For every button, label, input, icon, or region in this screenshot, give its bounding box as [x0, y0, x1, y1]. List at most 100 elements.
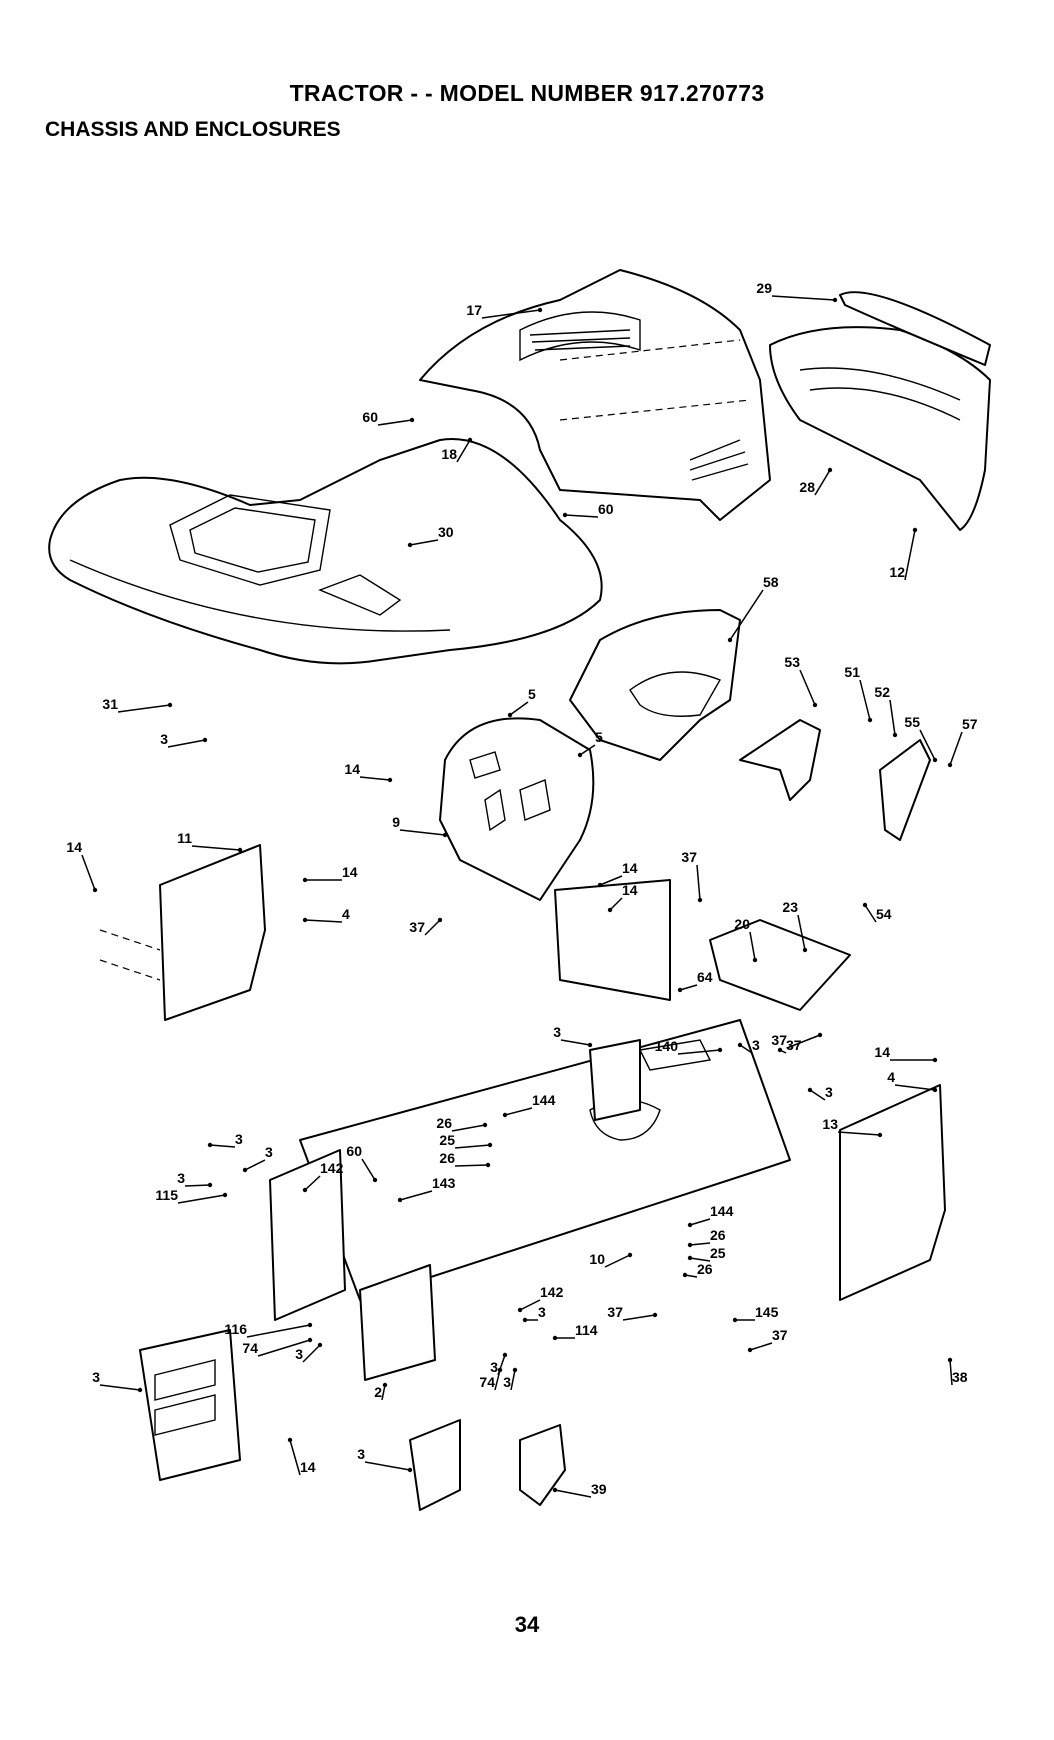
callout-point	[553, 1336, 557, 1340]
callout-point	[563, 513, 567, 517]
callout-point	[678, 988, 682, 992]
callout-point	[688, 1223, 692, 1227]
callout-point	[243, 1168, 247, 1172]
callout-point	[408, 543, 412, 547]
part-callout-144: 144	[532, 1092, 556, 1108]
part-callout-26: 26	[436, 1115, 452, 1131]
part-callout-60: 60	[598, 501, 614, 517]
callout-point	[753, 958, 757, 962]
callout-leader	[905, 530, 915, 580]
callout-point	[578, 753, 582, 757]
part-callout-28: 28	[799, 479, 815, 495]
part-callout-37: 37	[409, 919, 425, 935]
callout-point	[948, 1358, 952, 1362]
callout-point	[288, 1438, 292, 1442]
callout-point	[438, 918, 442, 922]
callout-point	[398, 1198, 402, 1202]
callout-leader	[810, 1090, 825, 1100]
callout-leader	[290, 1440, 300, 1475]
callout-point	[718, 1048, 722, 1052]
callout-point	[878, 1133, 882, 1137]
part-callout-9: 9	[392, 814, 400, 830]
part-callout-26: 26	[697, 1261, 713, 1277]
callout-leader	[890, 700, 895, 735]
callout-point	[553, 1488, 557, 1492]
callout-leader	[865, 905, 876, 922]
part-callout-57: 57	[962, 716, 978, 732]
callout-leader	[697, 865, 700, 900]
part-callout-74: 74	[479, 1374, 495, 1390]
callout-point	[238, 848, 242, 852]
callout-point	[503, 1353, 507, 1357]
page-number: 34	[0, 1612, 1054, 1638]
callout-point	[933, 1088, 937, 1092]
part-callout-142: 142	[540, 1284, 564, 1300]
right-side-panel-part	[840, 1085, 945, 1300]
callout-point	[933, 758, 937, 762]
callout-point	[303, 878, 307, 882]
callout-leader	[561, 1040, 590, 1045]
callout-leader	[565, 515, 598, 517]
callout-point	[318, 1343, 322, 1347]
callout-leader	[510, 702, 528, 715]
callout-point	[538, 308, 542, 312]
part-callout-3: 3	[538, 1304, 546, 1320]
part-callout-140: 140	[655, 1038, 679, 1054]
callout-point	[208, 1143, 212, 1147]
callout-leader	[400, 830, 445, 835]
part-callout-3: 3	[752, 1037, 760, 1053]
callout-point	[503, 1113, 507, 1117]
part-callout-14: 14	[300, 1459, 316, 1475]
callout-point	[803, 948, 807, 952]
callout-point	[748, 1348, 752, 1352]
callout-point	[93, 888, 97, 892]
part-callout-3: 3	[92, 1369, 100, 1385]
callout-leader	[82, 855, 95, 890]
part-callout-14: 14	[344, 761, 360, 777]
callout-leader	[378, 420, 412, 425]
callout-leader	[815, 470, 830, 495]
dash-panel-part	[440, 718, 593, 900]
callout-leader	[690, 1243, 710, 1245]
callout-leader	[178, 1195, 225, 1203]
callout-point	[208, 1183, 212, 1187]
callout-point	[308, 1338, 312, 1342]
part-callout-52: 52	[874, 684, 890, 700]
callout-point	[818, 1033, 822, 1037]
part-callout-3: 3	[160, 731, 168, 747]
part-callout-26: 26	[710, 1227, 726, 1243]
part-callout-37: 37	[681, 849, 697, 865]
part-callout-60: 60	[362, 409, 378, 425]
callout-point	[308, 1323, 312, 1327]
part-callout-3: 3	[825, 1084, 833, 1100]
callout-leader	[192, 846, 240, 850]
part-callout-12: 12	[889, 564, 905, 580]
callout-point	[628, 1253, 632, 1257]
callout-leader	[680, 985, 697, 990]
part-callout-30: 30	[438, 524, 454, 540]
footrest-plate-part	[555, 880, 850, 1010]
part-callout-2: 2	[374, 1384, 382, 1400]
part-callout-3: 3	[295, 1346, 303, 1362]
callout-leader	[800, 670, 815, 705]
part-callout-3: 3	[235, 1131, 243, 1147]
part-callout-38: 38	[952, 1369, 968, 1385]
callout-point	[223, 1193, 227, 1197]
callout-leader	[772, 296, 835, 300]
part-callout-14: 14	[66, 839, 82, 855]
part-callout-14: 14	[342, 864, 358, 880]
part-callout-3: 3	[553, 1024, 561, 1040]
callout-point	[868, 718, 872, 722]
part-callout-4: 4	[887, 1069, 895, 1085]
part-callout-55: 55	[904, 714, 920, 730]
part-callout-5: 5	[595, 729, 603, 745]
part-callout-25: 25	[439, 1132, 455, 1148]
callout-point	[863, 903, 867, 907]
part-callout-14: 14	[622, 860, 638, 876]
callout-leader	[860, 680, 870, 720]
part-callout-115: 115	[155, 1187, 178, 1203]
callout-point	[893, 733, 897, 737]
part-callout-13: 13	[822, 1116, 838, 1132]
part-callout-37: 37	[607, 1304, 623, 1320]
